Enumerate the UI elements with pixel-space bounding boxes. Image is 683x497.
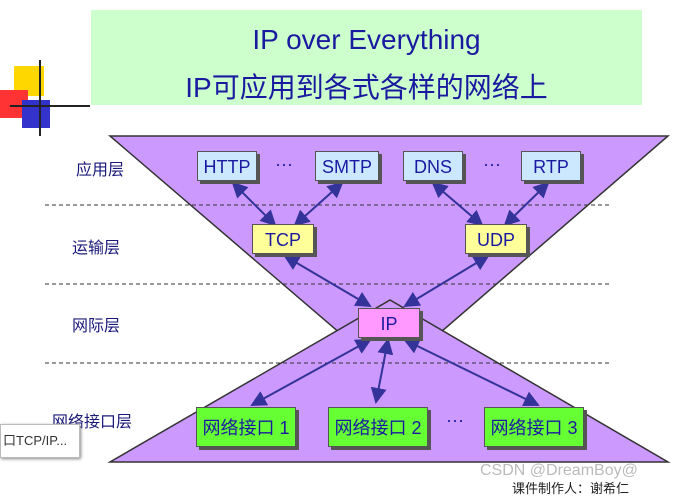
- node-udp: UDP: [465, 224, 527, 254]
- arrow-dns-udp: [431, 181, 484, 227]
- arrow-rtp-udp: [503, 181, 550, 227]
- node-tcp: TCP: [252, 224, 314, 254]
- node-smtp: SMTP: [315, 151, 379, 181]
- node-http: HTTP: [197, 151, 257, 181]
- title-line-1: IP over Everything: [252, 24, 481, 55]
- ellipsis-app-2: ···: [483, 154, 501, 174]
- node-rtp: RTP: [521, 151, 581, 181]
- title-line-2: IP可应用到各式各样的网络上: [185, 72, 548, 103]
- node-dns: DNS: [403, 151, 463, 181]
- title-banner: IP over Everything IP可应用到各式各样的网络上: [91, 10, 642, 105]
- node-interface-3: 网络接口 3: [484, 407, 584, 447]
- watermark-text: CSDN @DreamBoy@: [480, 462, 638, 479]
- layer-label-transport: 运输层: [72, 240, 121, 257]
- node-interface-2: 网络接口 2: [328, 407, 428, 447]
- arrow-udp-ip: [403, 254, 490, 308]
- side-tab-link[interactable]: 口TCP/IP...: [0, 424, 80, 458]
- arrow-tcp-ip: [283, 254, 372, 308]
- arrow-ip-if3: [403, 338, 540, 407]
- node-interface-1: 网络接口 1: [196, 407, 296, 447]
- arrow-smtp-tcp: [293, 181, 344, 227]
- node-ip: IP: [358, 308, 420, 338]
- ellipsis-interface: ···: [446, 410, 464, 430]
- arrow-ip-if2: [370, 338, 394, 404]
- credit-text: 课件制作人：谢希仁: [512, 481, 630, 496]
- arrow-http-tcp: [231, 181, 277, 227]
- decorative-logo: [0, 60, 90, 140]
- arrow-ip-if1: [250, 339, 372, 406]
- layer-label-application: 应用层: [76, 162, 125, 179]
- ellipsis-app-1: ···: [275, 154, 293, 174]
- layer-label-internet: 网际层: [72, 318, 121, 335]
